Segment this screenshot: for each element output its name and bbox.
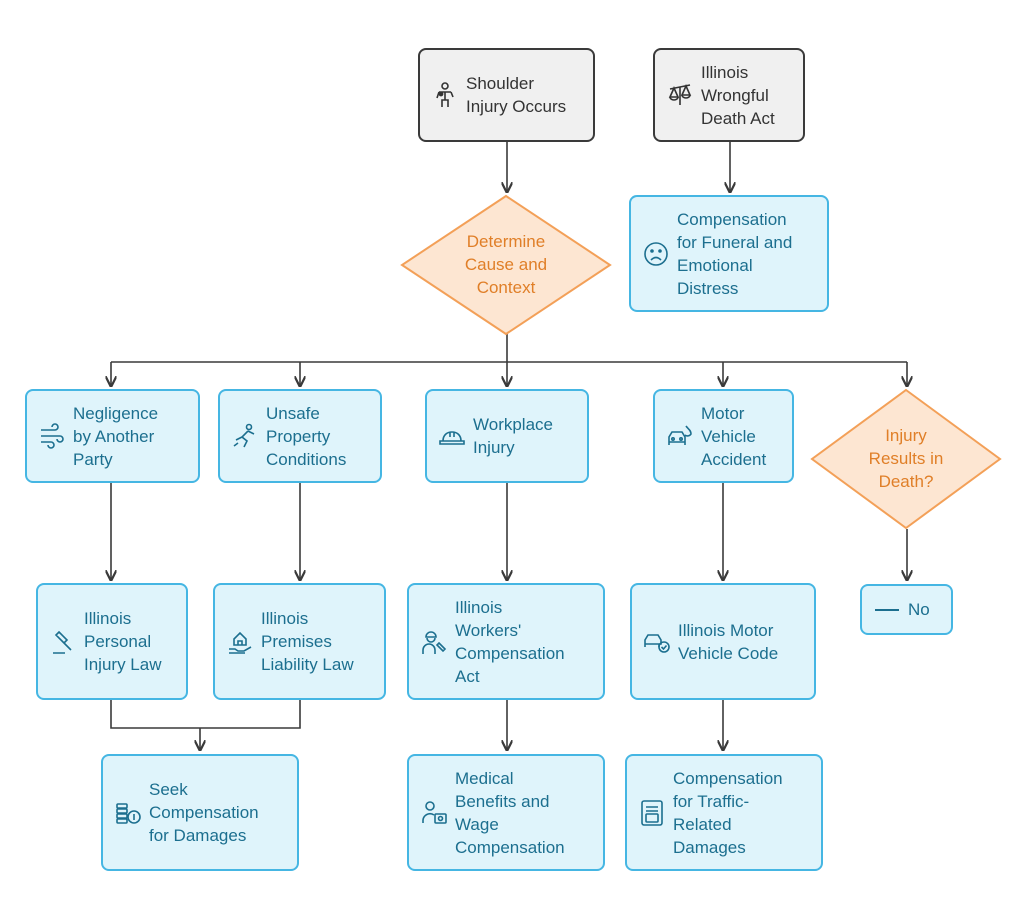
coins-icon xyxy=(113,798,143,828)
worker-icon xyxy=(419,627,449,657)
node-personal-injury-law: Illinois Personal Injury Law xyxy=(36,583,188,700)
sad-face-icon xyxy=(641,239,671,269)
node-negligence-label: Negligence by Another Party xyxy=(73,403,159,469)
node-no: No xyxy=(860,584,953,635)
edge-determine-branches xyxy=(111,334,907,363)
wind-icon xyxy=(37,421,67,451)
node-motor-accident: Motor Vehicle Accident xyxy=(653,389,794,483)
node-traffic-compensation-label: Compensation for Traffic- Related Damage… xyxy=(673,768,783,857)
node-workplace-injury: Workplace Injury xyxy=(425,389,589,483)
speed-limit-icon xyxy=(637,798,667,828)
node-funeral-compensation-label: Compensation for Funeral and Emotional D… xyxy=(677,209,793,298)
car-crash-icon xyxy=(665,421,695,451)
house-hand-icon xyxy=(225,627,255,657)
hard-hat-icon xyxy=(437,421,467,451)
death-diamond xyxy=(810,388,1002,530)
node-traffic-compensation: Compensation for Traffic- Related Damage… xyxy=(625,754,823,871)
node-no-label: No xyxy=(908,600,930,619)
falling-person-icon xyxy=(230,421,260,451)
node-premises-liability-law: Illinois Premises Liability Law xyxy=(213,583,386,700)
dash-icon xyxy=(872,595,902,625)
node-premises-liability-law-label: Illinois Premises Liability Law xyxy=(261,609,354,674)
person-money-icon xyxy=(419,798,449,828)
node-motor-vehicle-code: Illinois Motor Vehicle Code xyxy=(630,583,816,700)
node-seek-compensation: Seek Compensation for Damages xyxy=(101,754,299,871)
node-unsafe-property: Unsafe Property Conditions xyxy=(218,389,382,483)
car-check-icon xyxy=(642,627,672,657)
edge-laws-merge xyxy=(110,700,301,750)
node-workers-compensation-act-label: Illinois Workers' Compensation Act xyxy=(455,597,565,686)
person-shoulder-icon xyxy=(430,80,460,110)
node-workplace-injury-label: Workplace Injury xyxy=(473,415,553,457)
node-shoulder-injury-label: Shoulder Injury Occurs xyxy=(466,74,567,116)
gavel-icon xyxy=(48,627,78,657)
node-motor-accident-label: Motor Vehicle Accident xyxy=(701,403,767,469)
node-funeral-compensation: Compensation for Funeral and Emotional D… xyxy=(629,195,829,312)
determine-diamond xyxy=(400,194,612,336)
scales-icon xyxy=(665,80,695,110)
node-wrongful-death-act-label: Illinois Wrongful Death Act xyxy=(701,62,775,128)
determine-label: Determine Cause and Context xyxy=(464,232,548,297)
node-personal-injury-law-label: Illinois Personal Injury Law xyxy=(84,609,162,674)
node-unsafe-property-label: Unsafe Property Conditions xyxy=(266,403,347,469)
death-label: Injury Results in Death? xyxy=(868,426,944,491)
node-medical-benefits: Medical Benefits and Wage Compensation xyxy=(407,754,605,871)
node-workers-compensation-act: Illinois Workers' Compensation Act xyxy=(407,583,605,700)
node-medical-benefits-label: Medical Benefits and Wage Compensation xyxy=(455,768,565,857)
node-shoulder-injury: Shoulder Injury Occurs xyxy=(418,48,595,142)
node-wrongful-death-act: Illinois Wrongful Death Act xyxy=(653,48,805,142)
node-seek-compensation-label: Seek Compensation for Damages xyxy=(149,780,259,845)
node-motor-vehicle-code-label: Illinois Motor Vehicle Code xyxy=(678,620,779,663)
node-negligence: Negligence by Another Party xyxy=(25,389,200,483)
